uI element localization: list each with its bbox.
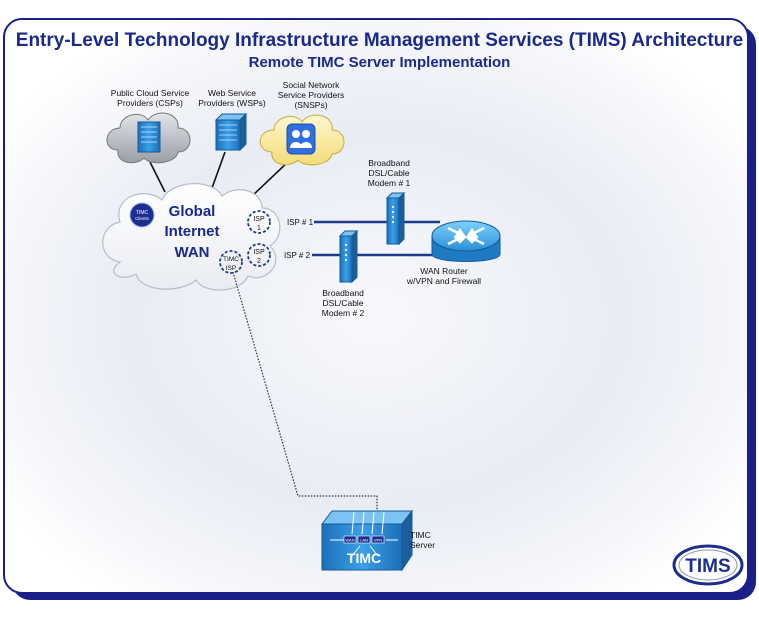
tims-brand-logo: TIMS: [672, 544, 744, 586]
wan-router-icon: [431, 220, 501, 262]
server-port-lan: LAN: [360, 538, 368, 543]
internet-label-line2: Internet: [164, 223, 219, 240]
diagram-title: Entry-Level Technology Infrastructure Ma…: [15, 30, 744, 51]
isp2-marker: ISP 2: [247, 243, 271, 267]
clients-badge-line1: TIMC: [136, 210, 149, 216]
isp1-marker: ISP 1: [247, 210, 271, 234]
server-logo-text: TIMC: [347, 550, 381, 566]
internet-label-line1: Global: [169, 203, 216, 220]
modem-1-label: Broadband DSL/Cable Modem # 1: [367, 158, 411, 188]
brand-logo-text: TIMS: [685, 556, 730, 577]
wsp-label: Web Service Providers (WSPs): [198, 88, 266, 108]
timc-isp-line1: TIMC: [223, 256, 239, 263]
isp1-line1: ISP: [253, 216, 265, 223]
social-network-icon: [259, 114, 345, 166]
timc-isp-line2: ISP: [226, 265, 236, 272]
isp2-link-label: ISP # 2: [284, 251, 311, 260]
snsp-label: Social Network Service Providers (SNSPs): [277, 80, 345, 110]
diagram-subtitle: Remote TIMC Server Implementation: [248, 54, 511, 71]
csp-label: Public Cloud Service Providers (CSPs): [110, 88, 190, 108]
modem-2-label: Broadband DSL/Cable Modem # 2: [321, 288, 365, 318]
timc-isp-marker: TIMC ISP: [219, 250, 243, 274]
server-label: TIMC Server: [410, 530, 436, 550]
isp1-line2: 1: [257, 225, 261, 232]
clients-badge-line2: Clients: [135, 216, 150, 221]
server-port-wan: WAN: [345, 538, 354, 543]
timc-clients-badge: TIMC Clients: [129, 202, 155, 228]
server-port-vpn: VPN: [374, 538, 382, 543]
router-label: WAN Router w/VPN and Firewall: [406, 266, 482, 286]
isp-links: [312, 220, 440, 257]
timc-server-link: [232, 271, 378, 522]
provider-links: [149, 151, 291, 199]
public-cloud-icon: [106, 112, 191, 164]
isp2-line1: ISP: [253, 249, 265, 256]
isp1-link-label: ISP # 1: [287, 218, 314, 227]
web-server-icon: [214, 112, 248, 152]
internet-label-line3: WAN: [175, 244, 210, 261]
modem-1-icon: [385, 191, 406, 246]
isp2-line2: 2: [257, 258, 261, 265]
timc-server-icon: WAN LAN VPN TIMC: [320, 509, 414, 572]
modem-2-icon: [338, 229, 359, 284]
